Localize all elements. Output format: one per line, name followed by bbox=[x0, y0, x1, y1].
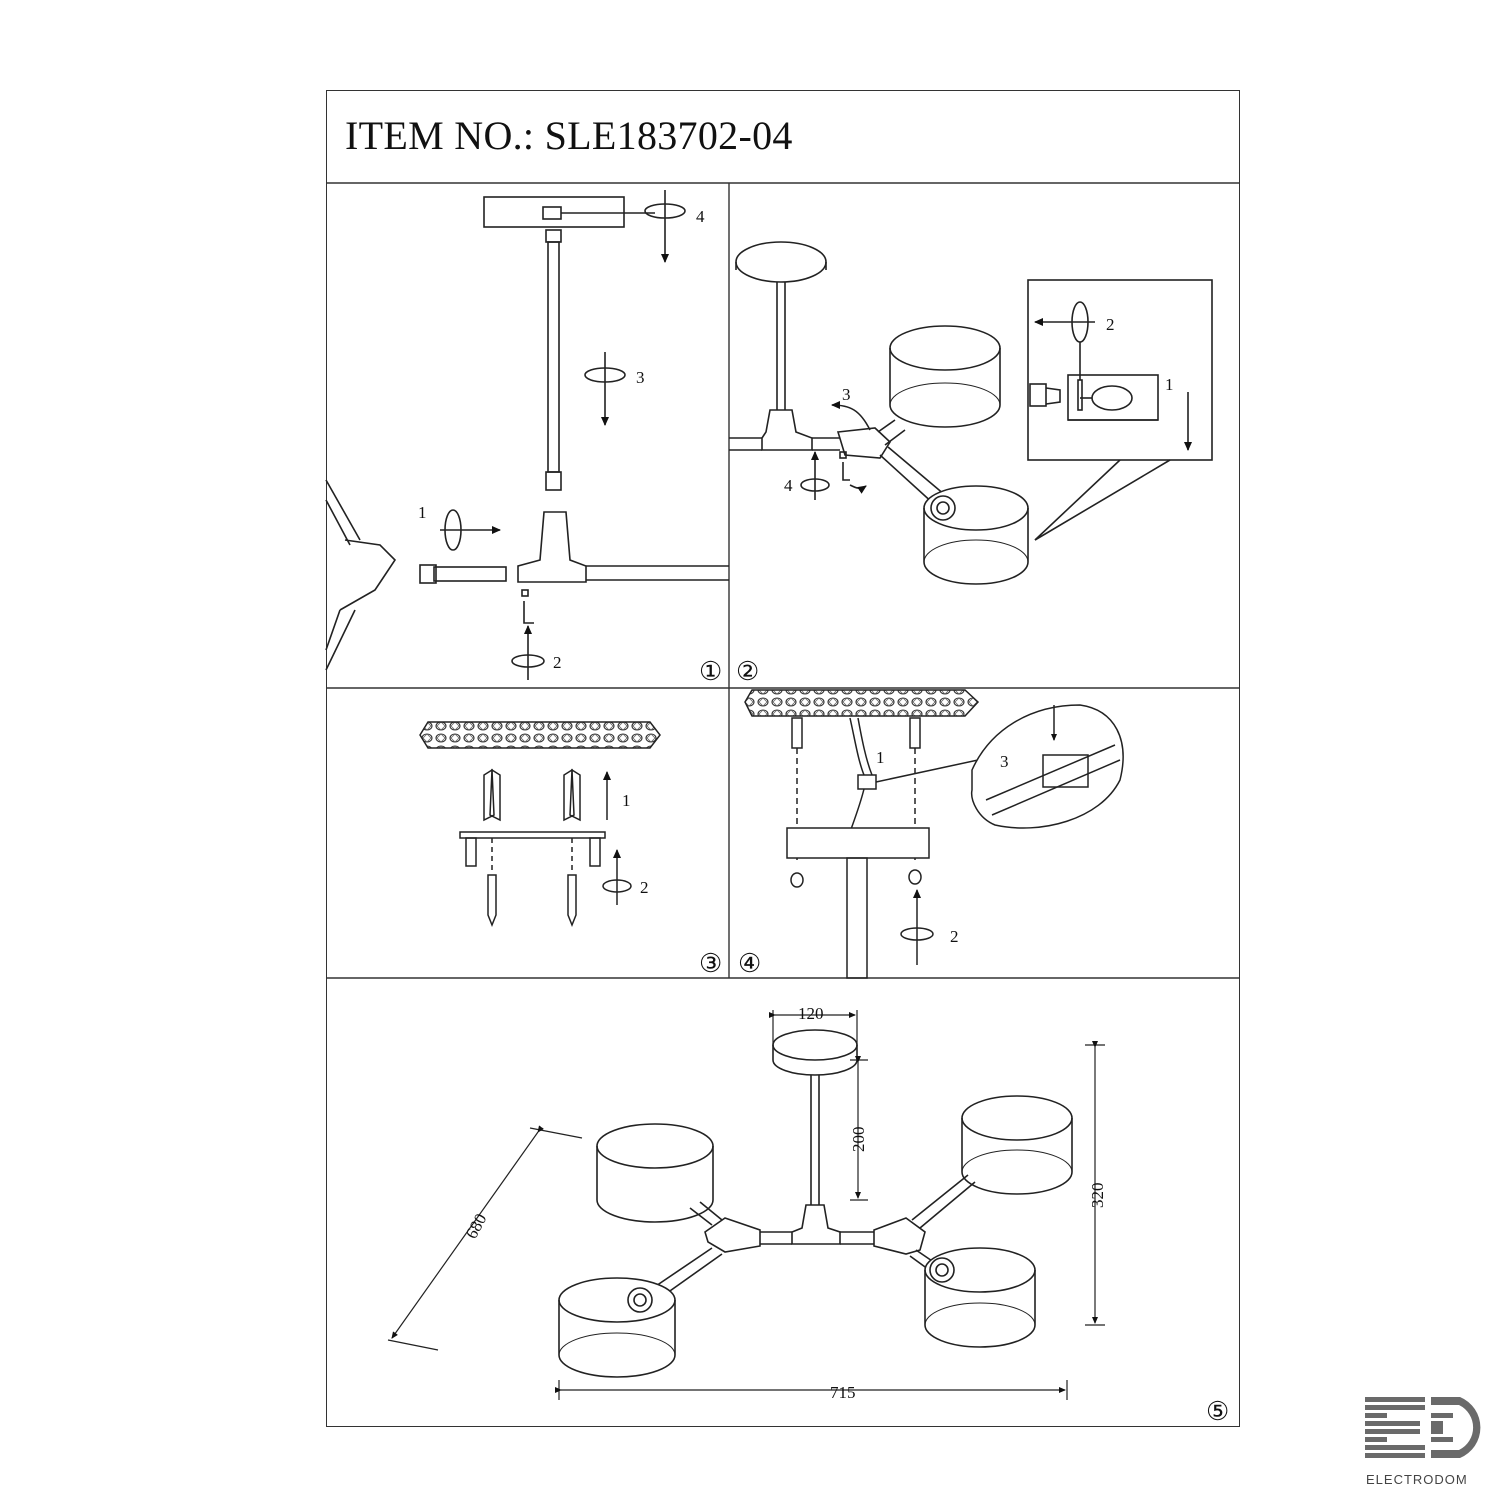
rotate-icon bbox=[800, 478, 830, 492]
step-5-number: ⑤ bbox=[1206, 1397, 1229, 1426]
step-4-label-3: 3 bbox=[1000, 752, 1009, 771]
dim-depth: 680 bbox=[462, 1210, 491, 1241]
step-1-label-1: 1 bbox=[418, 503, 427, 522]
step-1-labels: 4 3 1 2 ① bbox=[418, 207, 722, 686]
dimension-lines bbox=[387, 1010, 1105, 1400]
rotate-icon bbox=[511, 654, 545, 668]
step-3-panel bbox=[419, 721, 661, 928]
step-3-labels: 1 2 ③ bbox=[622, 791, 722, 978]
mounting-plate bbox=[459, 831, 606, 839]
dim-rod-length: 200 bbox=[849, 1127, 868, 1153]
canopy-plate bbox=[786, 827, 930, 859]
item-number-title: ITEM NO.: SLE183702-04 bbox=[345, 113, 793, 158]
step-1-panel bbox=[325, 190, 729, 680]
step-2-labels: 1 2 3 4 ② bbox=[736, 315, 1174, 686]
lamp-shade bbox=[596, 1123, 714, 1169]
dimension-labels: 120 200 320 715 680 ⑤ bbox=[462, 1004, 1230, 1426]
step-3-label-1: 1 bbox=[622, 791, 631, 810]
dim-total-width: 715 bbox=[830, 1383, 856, 1402]
step-4-panel bbox=[744, 689, 1124, 979]
t-connector bbox=[791, 1204, 841, 1245]
terminal-block bbox=[1042, 754, 1089, 788]
canopy bbox=[735, 241, 827, 283]
canopy bbox=[772, 1029, 858, 1061]
dim-canopy-diameter: 120 bbox=[798, 1004, 824, 1023]
ceiling bbox=[744, 689, 980, 717]
rotate-icon bbox=[602, 879, 632, 893]
electrodom-logo bbox=[1365, 1397, 1481, 1458]
rotate-icon bbox=[900, 927, 934, 941]
brand-name: ELECTRODOM bbox=[1366, 1472, 1468, 1487]
t-connector bbox=[761, 409, 813, 451]
arm-tube bbox=[433, 566, 507, 582]
dim-total-height: 320 bbox=[1088, 1183, 1107, 1209]
canopy-plate bbox=[483, 196, 625, 228]
step-1-number: ① bbox=[699, 657, 722, 686]
step-4-number: ④ bbox=[738, 949, 761, 978]
step-2-panel bbox=[729, 241, 1213, 585]
step-5-panel bbox=[558, 1029, 1073, 1378]
step-2-number: ② bbox=[736, 657, 759, 686]
suspension-rod bbox=[547, 241, 560, 473]
step-2-label-4: 4 bbox=[784, 476, 793, 495]
step-2-label-1: 1 bbox=[1165, 375, 1174, 394]
lamp-shade bbox=[961, 1095, 1073, 1141]
lamp-shade bbox=[889, 325, 1001, 371]
step-4-label-2: 2 bbox=[950, 927, 959, 946]
bulb-callout-box bbox=[1027, 279, 1213, 461]
step-4-label-1: 1 bbox=[876, 748, 885, 767]
step-1-label-2: 2 bbox=[553, 653, 562, 672]
ceiling bbox=[419, 721, 661, 749]
step-4-labels: 1 2 3 ④ bbox=[738, 748, 1009, 978]
wiring-detail-callout bbox=[970, 704, 1124, 829]
step-1-label-3: 3 bbox=[636, 368, 645, 387]
t-connector bbox=[517, 511, 587, 583]
step-2-label-3: 3 bbox=[842, 385, 851, 404]
step-3-number: ③ bbox=[699, 949, 722, 978]
step-2-label-2: 2 bbox=[1106, 315, 1115, 334]
step-1-label-4: 4 bbox=[696, 207, 705, 226]
step-3-label-2: 2 bbox=[640, 878, 649, 897]
instruction-sheet-frame bbox=[326, 90, 1240, 1427]
lamp-shade bbox=[558, 1277, 676, 1323]
terminal-block bbox=[857, 774, 877, 790]
